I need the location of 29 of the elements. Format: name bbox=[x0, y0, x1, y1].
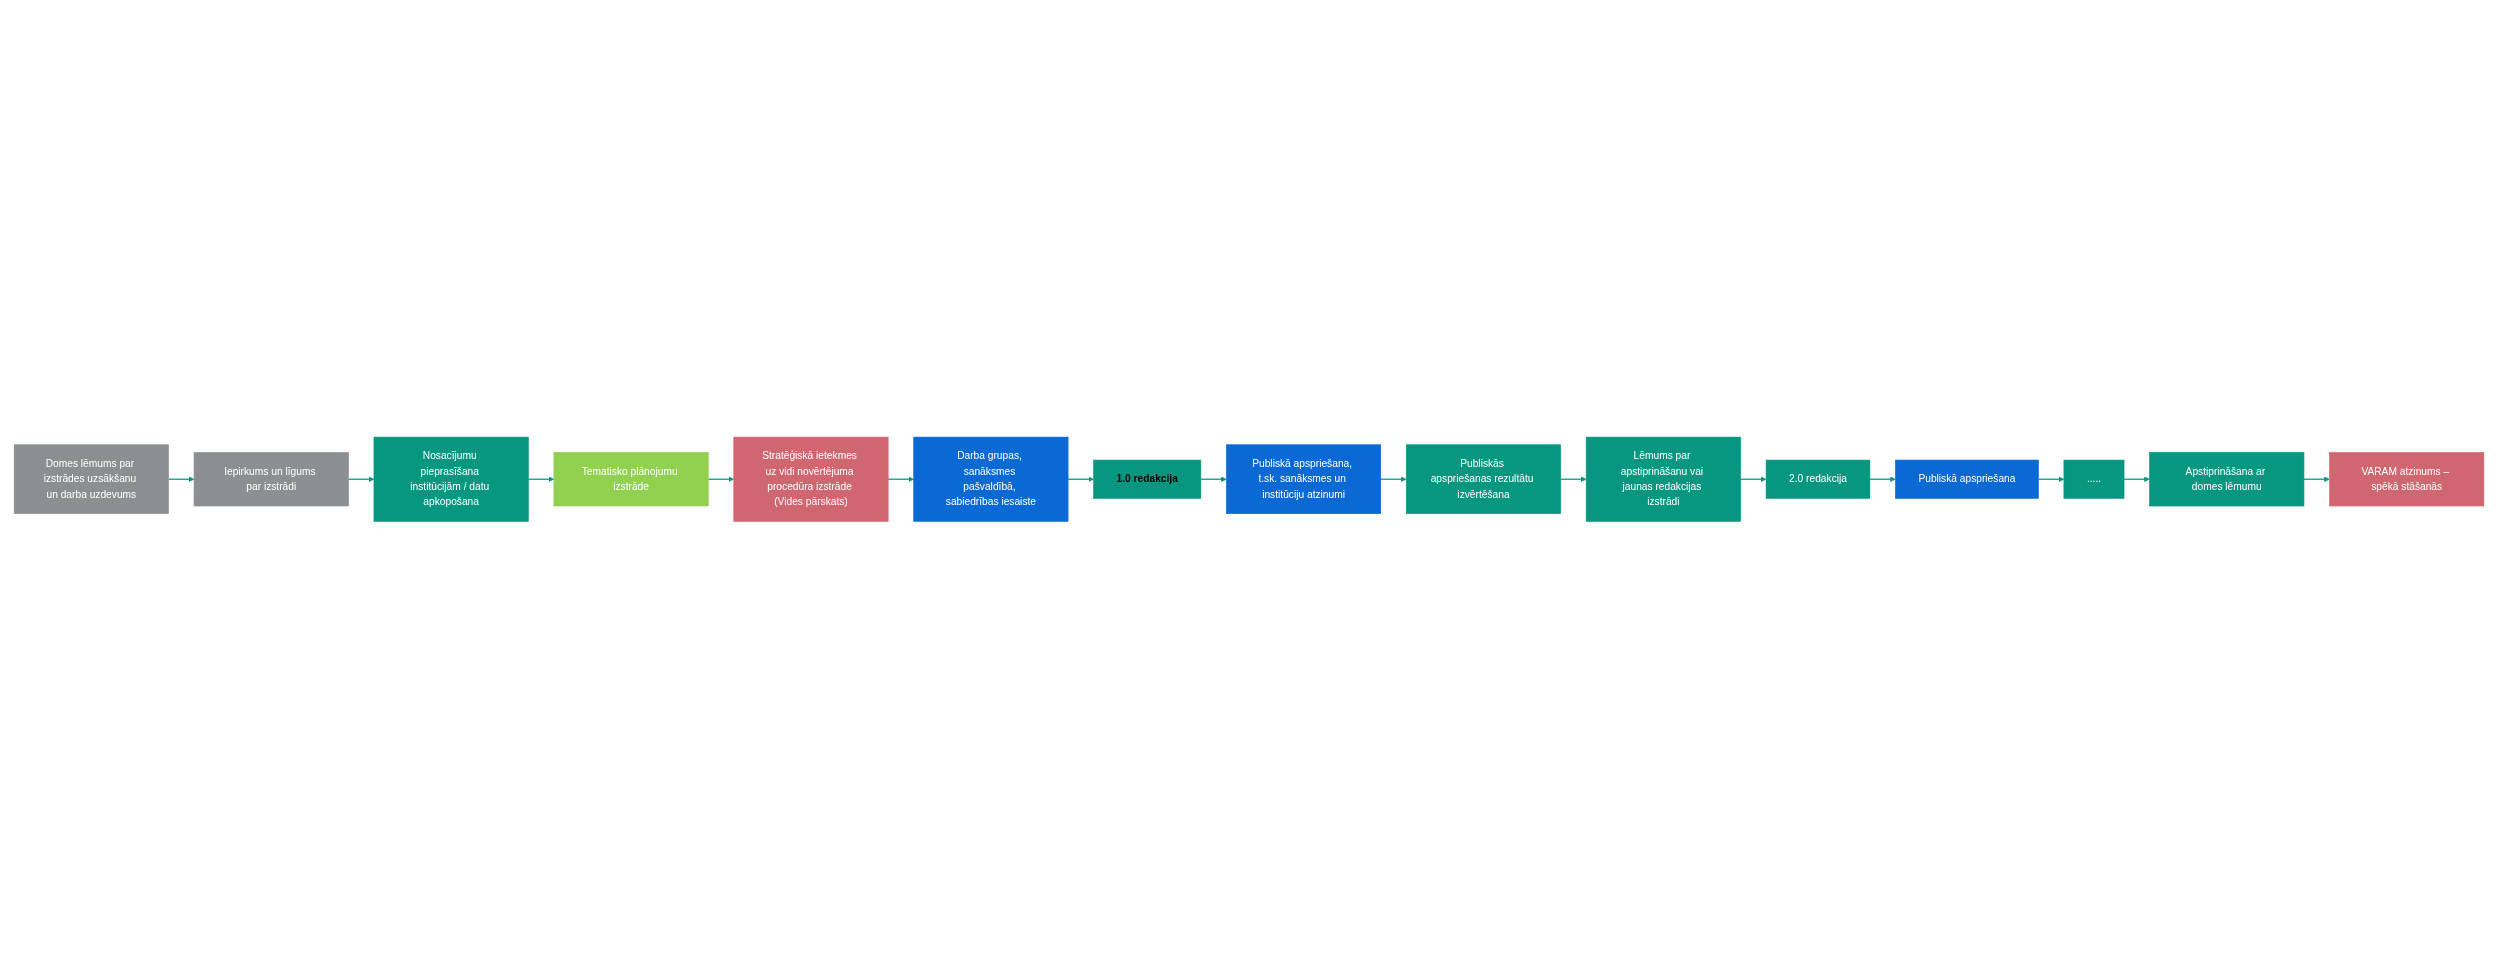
node-box: ..... bbox=[2063, 460, 2124, 499]
arrow bbox=[1199, 476, 1227, 483]
node-box: Apstiprināšana ar domes lēmumu bbox=[2148, 452, 2304, 507]
node-box: Nosacījumu pieprasīšana institūcijām / datu apkopošana bbox=[373, 437, 529, 522]
node-box: Lēmums par apstiprināšanu vai jaunas redakcijas izstrādi bbox=[1585, 437, 1741, 522]
arrow bbox=[2302, 476, 2330, 483]
arrow bbox=[527, 476, 554, 483]
node-box: Publiskā apspriešana, t.sk. sanāksmes un institūciju atzinumi bbox=[1225, 444, 1381, 515]
arrow bbox=[707, 476, 734, 483]
node-box: Tematisko plānojumu izstrāde bbox=[553, 452, 709, 507]
arrow bbox=[2122, 476, 2150, 483]
node-box: Domes lēmums par izstrādes uzsākšanu un darba uzdevums bbox=[13, 444, 169, 515]
node-box: 1.0 redakcija bbox=[1092, 460, 1201, 499]
arrow bbox=[347, 476, 374, 483]
node-box: VARAM atzinums – spēkā stāšanās bbox=[2328, 452, 2484, 507]
arrow bbox=[887, 476, 914, 483]
arrow bbox=[1559, 476, 1586, 483]
arrow bbox=[1379, 476, 1407, 483]
arrow bbox=[1739, 476, 1766, 483]
node-box: Publiskā apspriešana bbox=[1894, 460, 2039, 499]
node-box: Stratēģiskā ietekmes uz vidi novērtējuma procedūra izstrāde (Vides pārskats) bbox=[732, 437, 888, 522]
node-box: Publiskās apspriešanas rezultātu izvērtēšana bbox=[1405, 444, 1561, 515]
arrow bbox=[2037, 476, 2064, 483]
node-box: 2.0 redakcija bbox=[1765, 460, 1870, 499]
node-box: Iepirkums un līgums par izstrādi bbox=[193, 452, 349, 507]
arrow bbox=[167, 476, 194, 483]
node-box: Darba grupas, sanāksmes pašvaldībā, sabiedrības iesaiste bbox=[912, 437, 1068, 522]
arrow bbox=[1868, 476, 1896, 483]
arrow bbox=[1066, 476, 1094, 483]
